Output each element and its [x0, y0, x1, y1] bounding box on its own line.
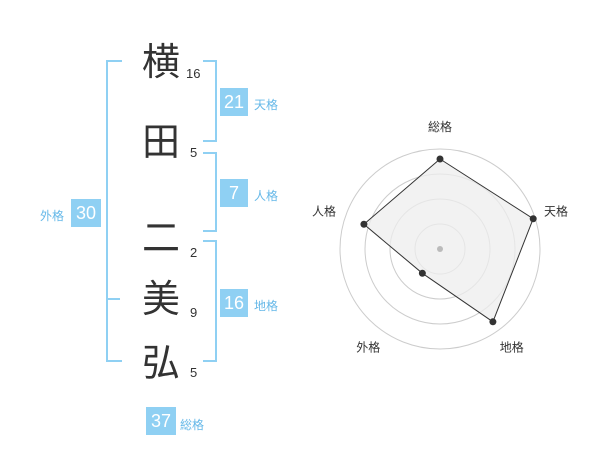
tenkaku-value: 21: [220, 88, 248, 116]
stroke-count-4: 9: [190, 305, 198, 320]
radar-point-2: [489, 318, 497, 326]
radar-axis-label-2: 地格: [500, 340, 524, 355]
radar-data-polygon: [363, 158, 534, 323]
soukaku-label: 総格: [180, 418, 205, 432]
name-char-5: 弘: [141, 341, 180, 385]
stroke-count-1: 16: [186, 66, 201, 81]
stroke-count-5: 5: [190, 365, 198, 380]
gaikaku-label: 外格: [40, 209, 65, 223]
gaikaku-value: 30: [71, 199, 101, 227]
name-char-2: 田: [141, 120, 180, 164]
radar-point-3: [418, 269, 426, 277]
chikaku-bracket: [203, 240, 217, 362]
radar-point-1: [529, 215, 537, 223]
outer-bracket-tick: [106, 298, 120, 300]
soukaku-value: 37: [146, 407, 176, 435]
tenkaku-label: 天格: [254, 98, 279, 112]
chikaku-label: 地格: [254, 299, 279, 313]
radar-axis-label-4: 人格: [312, 203, 336, 218]
radar-point-0: [436, 155, 444, 163]
radar-point-4: [360, 220, 368, 228]
jinkaku-bracket: [203, 152, 217, 232]
tenkaku-bracket: [203, 60, 217, 142]
name-char-4: 美: [141, 277, 180, 321]
radar-grid-ring: [339, 148, 541, 350]
outer-bracket: [106, 60, 122, 362]
radar-axis-label-1: 天格: [544, 203, 568, 218]
radar-center-dot: [437, 246, 443, 252]
stroke-count-3: 2: [190, 245, 198, 260]
radar-axis-label-0: 総格: [428, 119, 452, 134]
radar-axis-label-3: 外格: [356, 340, 380, 355]
jinkaku-label: 人格: [254, 189, 279, 203]
name-char-3: 二: [141, 216, 180, 260]
name-char-1: 横: [141, 40, 180, 84]
jinkaku-value: 7: [220, 179, 248, 207]
chikaku-value: 16: [220, 289, 248, 317]
stroke-count-2: 5: [190, 145, 198, 160]
